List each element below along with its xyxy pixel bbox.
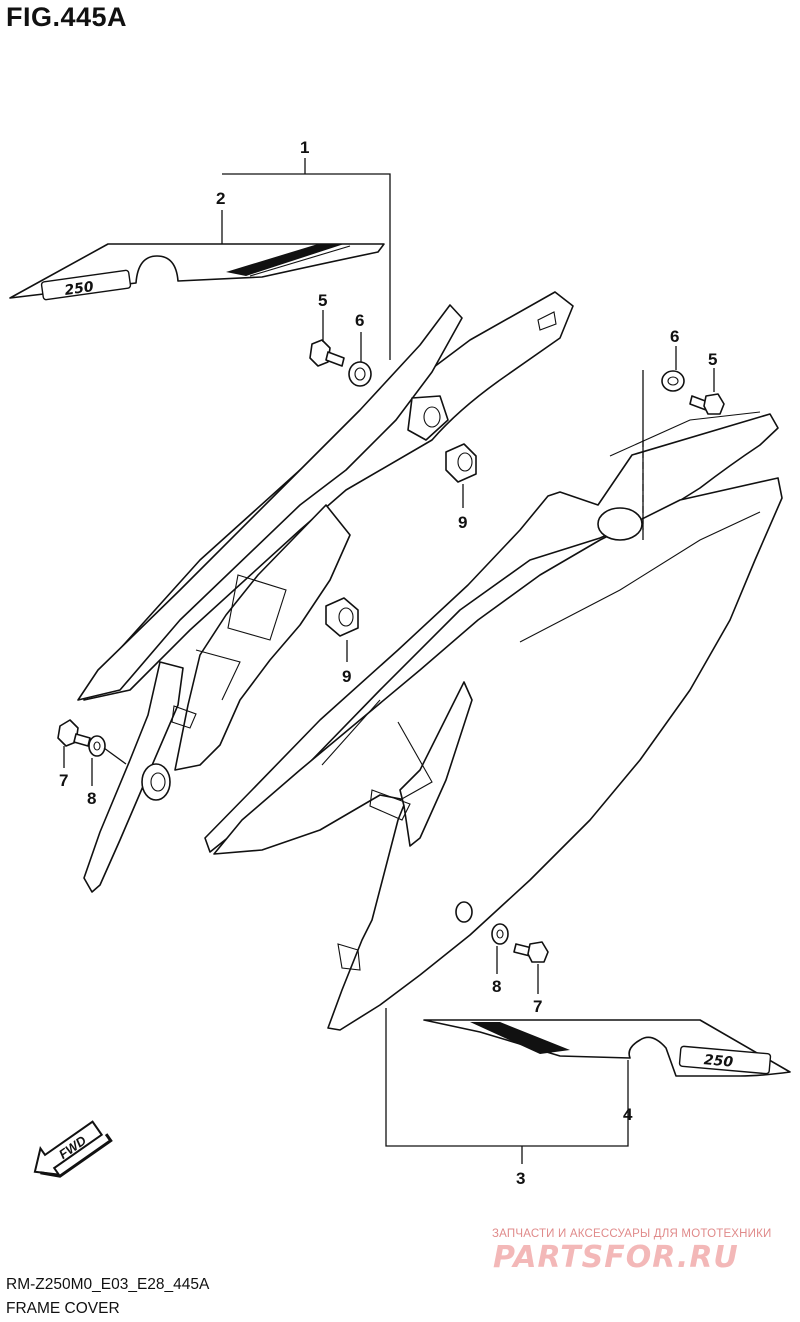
decal-right[interactable]: 250 (423, 1019, 791, 1077)
frame-cover-left[interactable] (77, 291, 574, 893)
callout-8-right: 8 (492, 977, 501, 996)
washer-lower-left[interactable] (88, 735, 106, 757)
grommet-upper-right[interactable] (661, 370, 685, 392)
callout-4: 4 (623, 1105, 633, 1124)
callout-1: 1 (300, 138, 309, 157)
callout-2: 2 (216, 189, 225, 208)
grommet-upper-left[interactable] (348, 361, 372, 387)
figure-name: FRAME COVER (6, 1300, 120, 1317)
callout-3: 3 (516, 1169, 525, 1188)
decal-right-number: 250 (703, 1052, 734, 1071)
callout-5-right: 5 (708, 350, 717, 369)
watermark-subtitle: ЗАПЧАСТИ И АКСЕССУАРЫ ДЛЯ МОТОТЕХНИКИ (492, 1228, 772, 1240)
bolt-lower-right[interactable] (513, 941, 549, 963)
collar-upper[interactable] (445, 443, 477, 483)
frame-cover-right[interactable] (204, 411, 783, 1031)
bolt-lower-left[interactable] (57, 719, 91, 747)
callout-9-lower: 9 (342, 667, 351, 686)
callout-7-right: 7 (533, 997, 542, 1016)
leader-lines (63, 158, 715, 1164)
washer-lower-right[interactable] (491, 923, 509, 945)
bolt-upper-left[interactable] (309, 339, 345, 367)
callout-6-left: 6 (355, 311, 364, 330)
callout-5-left: 5 (318, 291, 327, 310)
decal-left-number: 250 (64, 279, 95, 299)
figure-title: FIG.445A (6, 2, 128, 32)
callout-9-upper: 9 (458, 513, 467, 532)
bolt-upper-right[interactable] (689, 393, 725, 415)
figure-code: RM-Z250M0_E03_E28_445A (6, 1276, 210, 1293)
callout-8-left: 8 (87, 789, 96, 808)
fwd-arrow-icon: FWD (33, 1120, 113, 1178)
callout-6-right: 6 (670, 327, 679, 346)
callout-7-left: 7 (59, 771, 68, 790)
decal-left[interactable]: 250 (9, 243, 385, 301)
collar-lower[interactable] (325, 597, 359, 637)
watermark-logo: PARTSFOR.RU (493, 1240, 739, 1275)
